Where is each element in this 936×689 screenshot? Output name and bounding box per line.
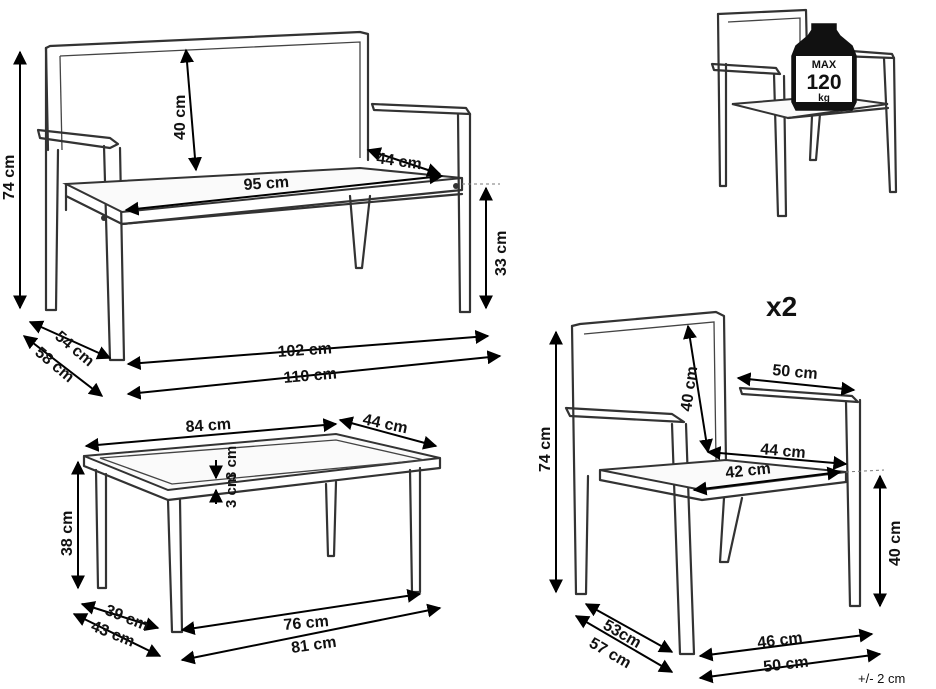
bench-dimensions <box>13 48 502 400</box>
chair-drawing <box>564 310 885 656</box>
bench-seat-height-label: 33 cm <box>493 231 510 276</box>
table-length-inner-label: 76 cm <box>283 613 330 634</box>
table-top-thickness-label-b: 3 cm <box>223 474 240 508</box>
chair-dimensions <box>549 324 887 684</box>
chair-seat-depth-top-label: 50 cm <box>772 362 819 383</box>
max-weight-line3: kg <box>818 93 830 104</box>
bench-total-height-label: 74 cm <box>1 155 18 200</box>
max-weight-line2: 120 <box>806 71 841 94</box>
bench-seat-depth-label: 44 cm <box>375 150 422 173</box>
chair-backrest-height-label: 40 cm <box>678 365 701 412</box>
table-dimensions <box>71 416 442 665</box>
table-length-outer-label: 81 cm <box>290 634 337 657</box>
max-weight-line1: MAX <box>812 59 837 71</box>
chair-seat-height-label: 40 cm <box>887 521 904 566</box>
quantity-label: x2 <box>766 291 797 322</box>
bench-backrest-height-label: 40 cm <box>172 95 189 140</box>
tolerance-note: +/- 2 cm <box>858 671 905 686</box>
table-drawing <box>82 432 442 634</box>
max-weight-badge: MAX 120 kg <box>791 23 857 111</box>
table-height-label: 38 cm <box>59 511 76 556</box>
chair-seat-depth-label: 44 cm <box>760 441 807 462</box>
table-depth-top-label: 44 cm <box>361 411 409 437</box>
chair-total-height-label: 74 cm <box>537 427 554 472</box>
chair-width-outer-label: 50 cm <box>762 654 809 676</box>
chair-width-inner-label: 46 cm <box>756 630 803 652</box>
bench-seat-width-label: 95 cm <box>243 174 289 194</box>
table-length-top-label: 84 cm <box>185 416 231 436</box>
bench-width-inner-label: 102 cm <box>277 340 332 361</box>
chair-seat-width-label: 42 cm <box>725 460 772 482</box>
table-top-thickness-label-a: 3 cm <box>223 446 240 480</box>
bench-width-outer-label: 110 cm <box>283 365 338 387</box>
